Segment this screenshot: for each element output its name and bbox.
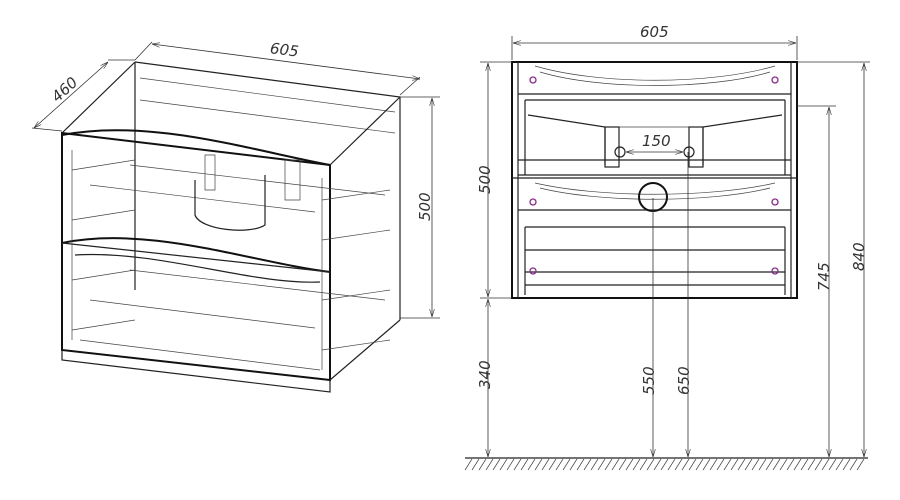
iso-width-label: 605	[269, 39, 300, 60]
wall-gap-label: 340	[476, 360, 494, 389]
front-width-label: 605	[640, 23, 669, 41]
isometric-cabinet-view	[61, 61, 401, 393]
floor-hatch	[464, 457, 868, 471]
iso-height-label: 500	[416, 192, 434, 221]
pipe-spacing-label: 150	[642, 132, 671, 150]
drain-height-label: 550	[640, 366, 658, 395]
iso-depth-label: 460	[48, 73, 81, 106]
rail-height-label: 745	[815, 262, 833, 291]
front-dimensions: 605 500 340 150 550 650 745 840	[476, 23, 870, 457]
total-height-label: 840	[850, 242, 868, 271]
supply-height-label: 650	[675, 366, 693, 395]
fastener-icons	[529, 76, 779, 275]
iso-dimensions: 605 460 500	[31, 39, 440, 319]
front-height-label: 500	[476, 165, 494, 194]
front-cabinet-view	[511, 61, 798, 299]
